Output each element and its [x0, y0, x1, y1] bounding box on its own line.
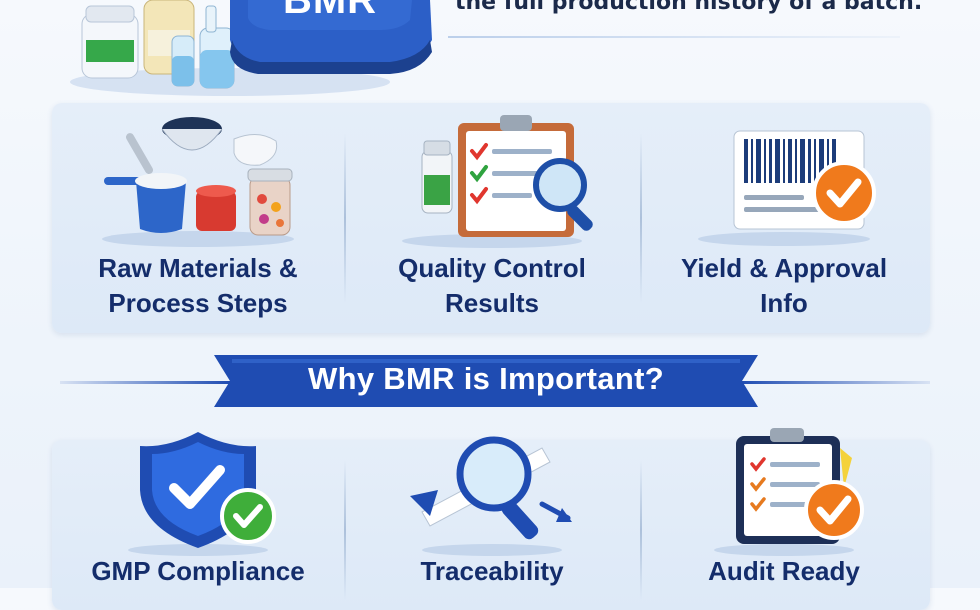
- importance-card-gmp: GMP Compliance: [52, 432, 344, 610]
- vial-icon: [171, 5, 235, 89]
- bmr-logo-text: BMR: [282, 0, 378, 22]
- importance-panel: GMP Compliance Traceability: [52, 428, 930, 610]
- panel-divider: [640, 460, 642, 600]
- panel-divider: [640, 133, 642, 303]
- content-card-quality-control: Quality Control Results: [346, 103, 638, 333]
- banner-rule-right: [740, 381, 930, 384]
- barcode-approval-icon: [674, 111, 894, 251]
- importance-label-audit: Audit Ready: [708, 556, 860, 586]
- hero-illustration: BMR: [60, 0, 440, 100]
- content-label-quality-control: Quality Control Results: [398, 253, 586, 318]
- section-banner: Why BMR is Important?: [214, 349, 758, 413]
- raw-materials-icon: [88, 111, 308, 251]
- tablet-checklist-icon: [674, 428, 894, 558]
- banner-rule-left: [60, 381, 230, 384]
- hero-tagline: the full production history of a batch.: [455, 0, 923, 15]
- panel-divider: [344, 133, 346, 303]
- content-label-raw-materials: Raw Materials & Process Steps: [98, 253, 298, 318]
- magnifier-icon: [382, 428, 602, 558]
- importance-card-audit: Audit Ready: [638, 428, 930, 610]
- importance-label-traceability: Traceability: [420, 556, 564, 586]
- content-label-yield-approval: Yield & Approval Info: [680, 253, 888, 318]
- contents-panel: Raw Materials & Process Steps: [52, 103, 930, 333]
- importance-card-traceability: Traceability: [346, 436, 638, 610]
- qc-clipboard-icon: [382, 111, 602, 251]
- medicine-jar-icon: [81, 5, 139, 79]
- tagline-divider: [448, 36, 900, 38]
- content-card-yield-approval: Yield & Approval Info: [638, 103, 930, 333]
- content-card-raw-materials: Raw Materials & Process Steps: [52, 103, 344, 333]
- section-title: Why BMR is Important?: [308, 361, 664, 396]
- panel-divider: [344, 460, 346, 600]
- shield-check-icon: [88, 428, 308, 558]
- bmr-binder-icon: [230, 0, 432, 74]
- importance-label-gmp: GMP Compliance: [91, 556, 305, 586]
